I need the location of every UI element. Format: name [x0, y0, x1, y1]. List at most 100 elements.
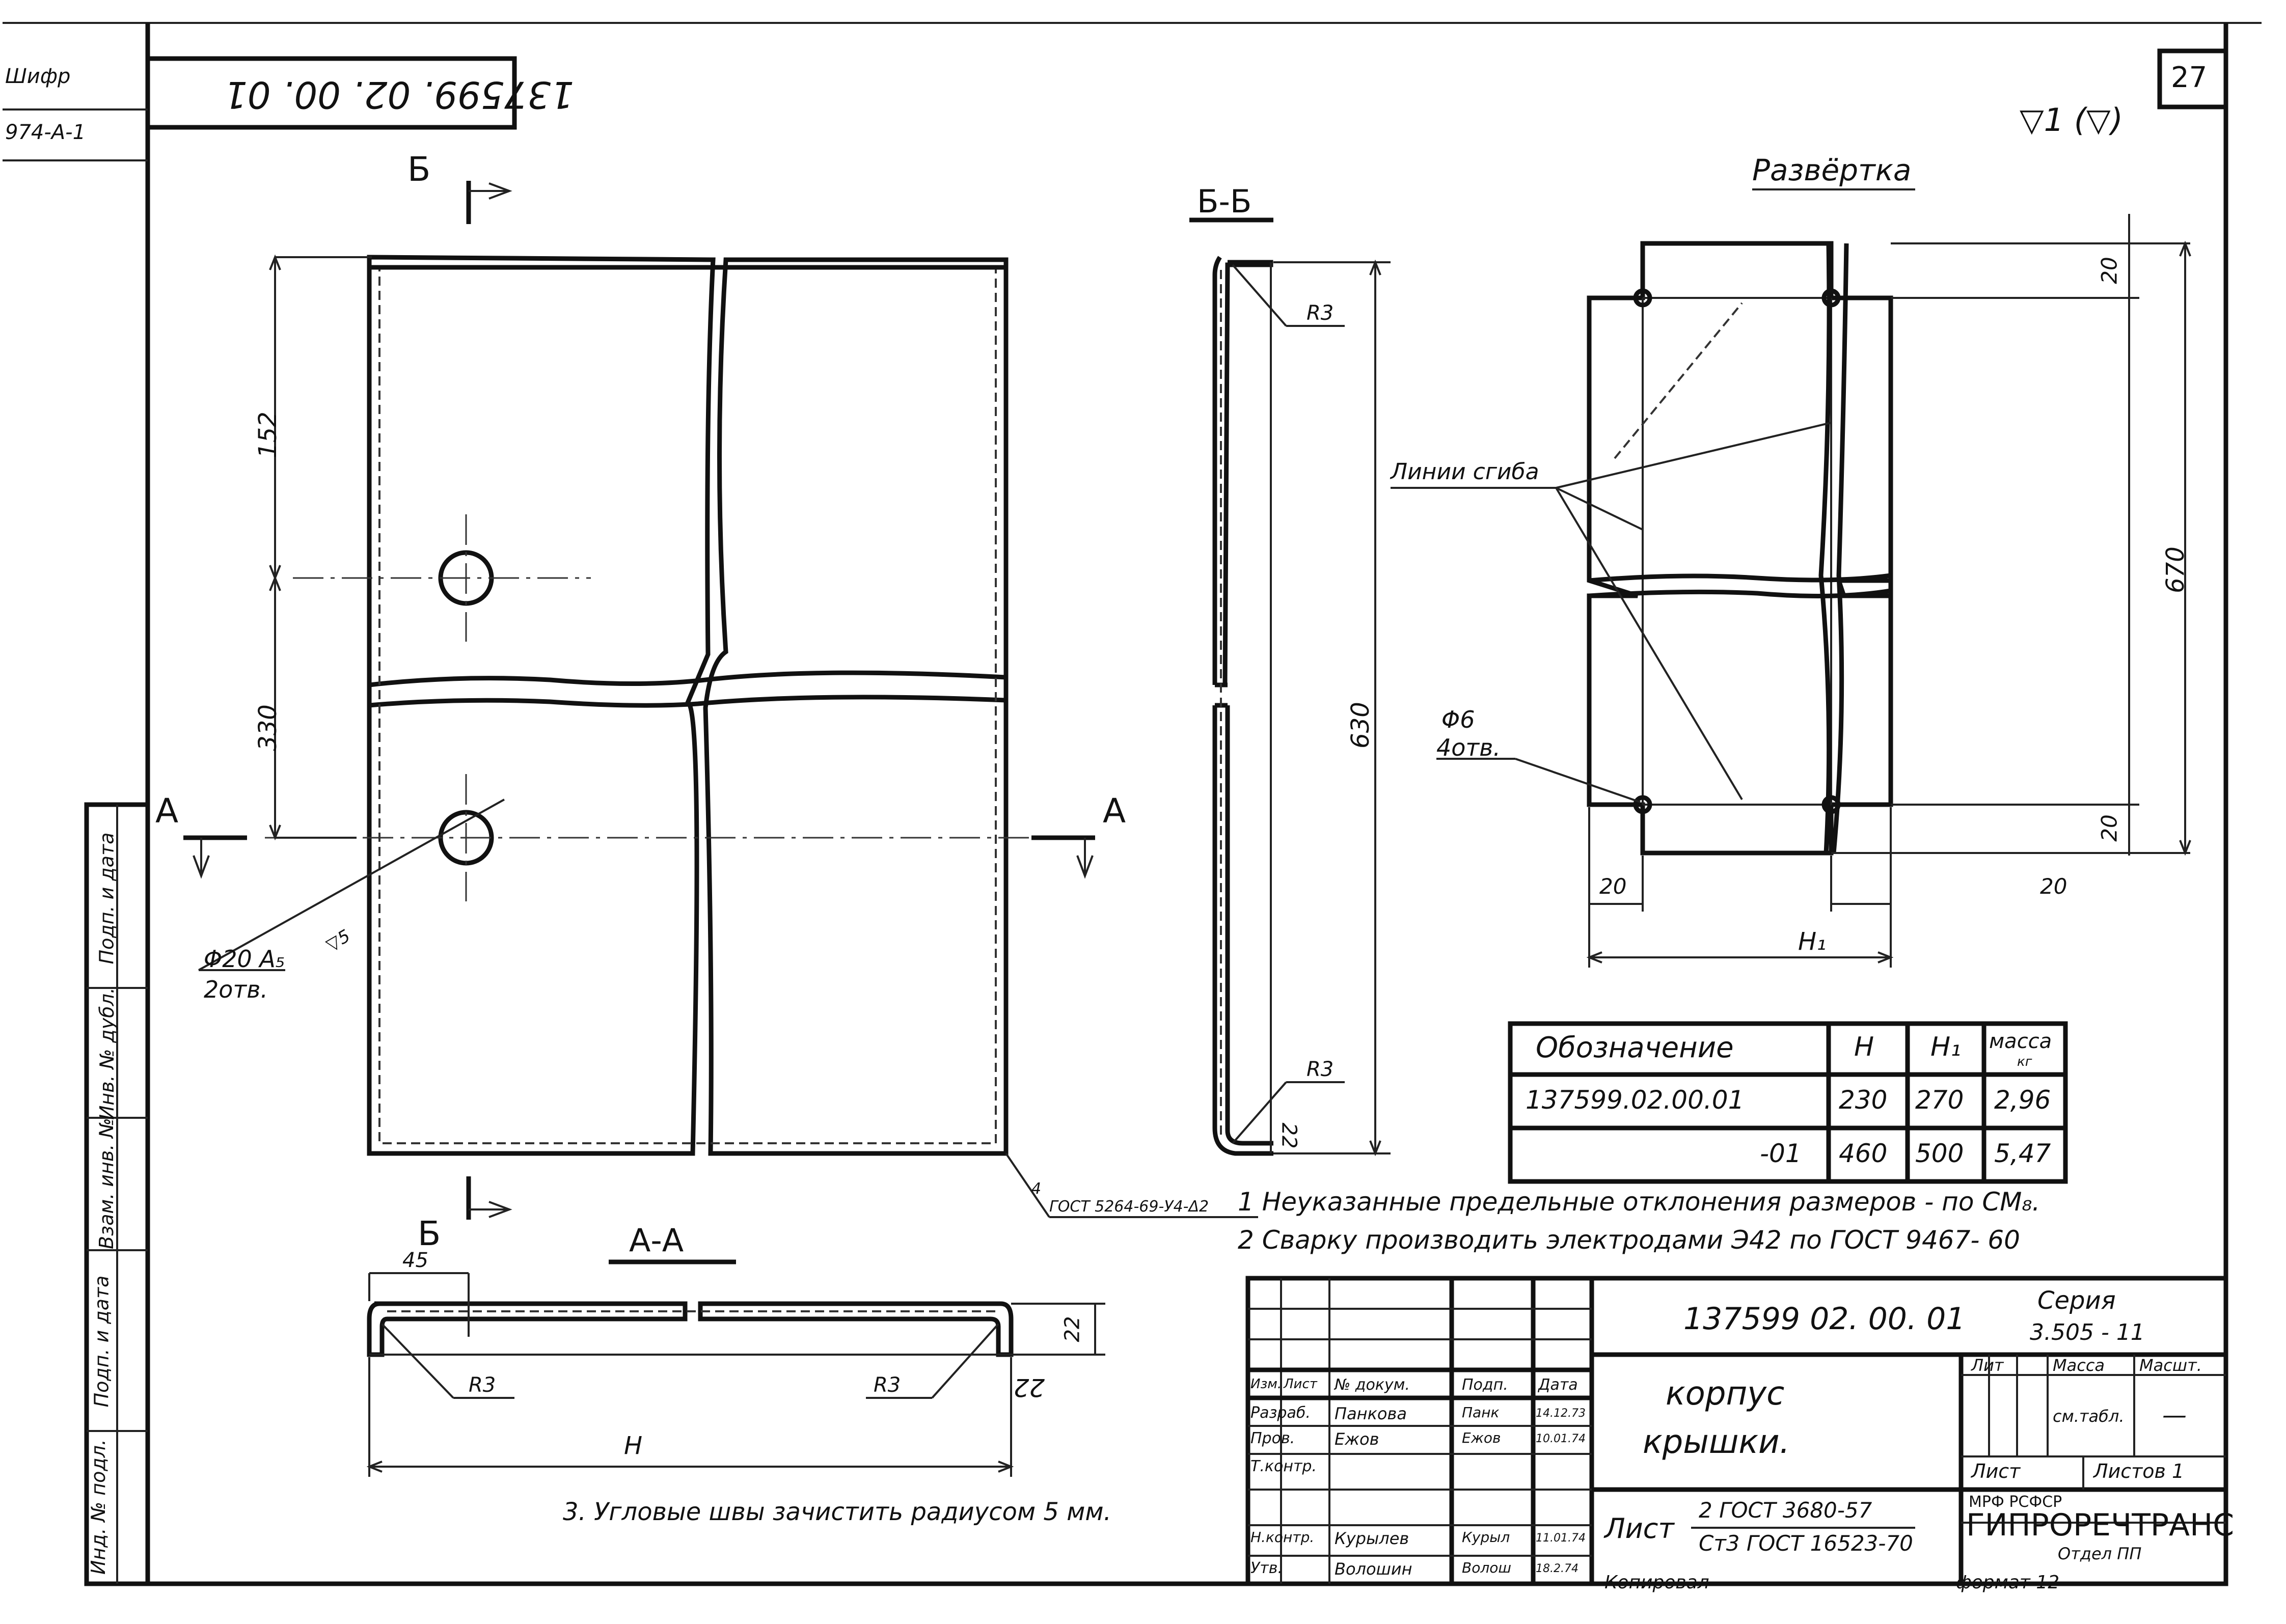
- tb-material-top: 2 ГОСТ 3680-57: [1699, 1498, 1872, 1523]
- tb-lit-label: Лит: [1971, 1356, 2004, 1375]
- table-row2-designation: -01: [1760, 1139, 1802, 1168]
- section-bb-title: Б-Б: [1197, 183, 1252, 220]
- front-view-geometry: [183, 181, 1258, 1220]
- tb-col-sign: Подп.: [1462, 1376, 1508, 1394]
- inverted-drawing-code: 137599. 02. 00. 01: [224, 73, 575, 116]
- development-title: Развёртка: [1752, 153, 1912, 187]
- section-aa-height-dim: 22: [1060, 1316, 1084, 1342]
- tb-org-dept: Отдел ПП: [2058, 1544, 2142, 1563]
- tb-sheets-label: Листов 1: [2093, 1460, 2185, 1482]
- tb-row-role-3: Н.контр.: [1250, 1529, 1315, 1546]
- tb-row-sign-0: Панк: [1462, 1404, 1500, 1421]
- tb-sheet-label: Лист: [1971, 1460, 2021, 1482]
- cipher-value: 974-А-1: [5, 121, 86, 144]
- roughness-mark: ▽1 (▽): [2020, 101, 2123, 139]
- tb-row-name-1: Ежов: [1335, 1429, 1379, 1449]
- dev-dim-height: 670: [2161, 546, 2190, 593]
- development-geometry: [1391, 188, 2191, 968]
- holes-label-line2: 4отв.: [1436, 734, 1501, 761]
- section-bb-geometry: [1189, 217, 1391, 1157]
- section-aa-width-dim: H: [624, 1432, 643, 1460]
- tb-col-date: Дата: [1538, 1376, 1578, 1394]
- tb-org-line1: МРФ РСФСР: [1969, 1493, 2062, 1511]
- tb-series-value: 3.505 - 11: [2030, 1319, 2145, 1345]
- table-row1-h: 230: [1839, 1085, 1888, 1115]
- tb-format-label: формат 12: [1956, 1572, 2060, 1593]
- tb-row-name-3: Курылев: [1335, 1529, 1409, 1548]
- table-row2-h1: 500: [1915, 1139, 1964, 1168]
- cipher-label: Шифр: [5, 65, 71, 88]
- tb-scale-value: —: [2162, 1401, 2187, 1429]
- tb-part-name-line1: корпус: [1666, 1375, 1785, 1413]
- table-header-kg: кг: [2017, 1054, 2032, 1069]
- side-label-3: Инв. № дубл.: [96, 987, 118, 1120]
- side-label-2: Взам. инв. №: [95, 1117, 118, 1250]
- table-header-mass: масса: [1989, 1030, 2052, 1053]
- tb-material-bottom: Ст3 ГОСТ 16523-70: [1699, 1531, 1913, 1556]
- tb-part-name-line2: крышки.: [1643, 1423, 1790, 1461]
- table-row1-mass: 2,96: [1994, 1085, 2051, 1115]
- section-aa-side-dim: 22: [1014, 1373, 1045, 1401]
- tb-drawing-number: 137599 02. 00. 01: [1683, 1301, 1966, 1337]
- section-aa-title: А-А: [629, 1222, 684, 1259]
- weld-leg: 4: [1031, 1180, 1042, 1198]
- hole-note-line2: 2отв.: [204, 976, 268, 1003]
- tb-row-sign-3: Курыл: [1462, 1529, 1510, 1546]
- tb-row-role-1: Пров.: [1250, 1429, 1295, 1447]
- side-label-4: Подп. и дата: [95, 832, 118, 965]
- section-aa-geometry: [366, 1259, 1105, 1477]
- table-row1-h1: 270: [1915, 1085, 1964, 1115]
- table-row1-designation: 137599.02.00.01: [1526, 1085, 1745, 1115]
- dev-dim-top-right: 20: [2097, 257, 2122, 284]
- tb-row-name-0: Панкова: [1335, 1404, 1407, 1423]
- tb-org-name: ГИПРОРЕЧТРАНС: [1966, 1507, 2235, 1543]
- tb-row-role-0: Разраб.: [1250, 1404, 1311, 1422]
- parameter-table-grid: [1508, 1021, 2068, 1184]
- dev-dim-width: H₁: [1798, 927, 1827, 956]
- section-mark-a-left: А: [155, 791, 179, 831]
- sheet-number: 27: [2171, 61, 2208, 94]
- tb-row-name-4: Волошин: [1335, 1559, 1412, 1579]
- tb-col-list: Лист: [1284, 1377, 1317, 1392]
- table-header-designation: Обозначение: [1536, 1031, 1734, 1064]
- tb-row-sign-1: Ежов: [1462, 1429, 1501, 1446]
- section-aa-radius-left: R3: [469, 1373, 496, 1397]
- note-1: 1 Неуказанные предельные отклонения разм…: [1238, 1187, 2040, 1217]
- dim-152: 152: [253, 411, 282, 458]
- tb-row-date-3: 11.01.74: [1536, 1532, 1586, 1545]
- dim-330: 330: [253, 704, 282, 751]
- fold-lines-label: Линии сгиба: [1391, 459, 1539, 485]
- section-bb-side-dim: 22: [1277, 1122, 1301, 1149]
- title-block-grid: [1245, 1276, 2228, 1586]
- dev-dim-left: 20: [1599, 874, 1627, 899]
- note-3: 3. Угловые швы зачистить радиусом 5 мм.: [563, 1498, 1111, 1526]
- tb-mass-value: см.табл.: [2053, 1407, 2125, 1426]
- holes-label-line1: Φ6: [1441, 706, 1475, 733]
- tb-mass-label: Масса: [2053, 1356, 2105, 1375]
- section-aa-radius-right: R3: [874, 1373, 901, 1397]
- tb-scale-label: Масшт.: [2139, 1356, 2202, 1375]
- section-bb-height: 630: [1346, 702, 1375, 749]
- table-row2-h: 460: [1839, 1139, 1888, 1168]
- section-mark-b-bottom: Б: [418, 1214, 441, 1253]
- side-label-1: Подп. и дата: [90, 1275, 113, 1408]
- table-header-h1: H₁: [1930, 1032, 1961, 1062]
- section-mark-b-top: Б: [407, 150, 431, 189]
- tb-row-date-4: 18.2.74: [1536, 1562, 1579, 1575]
- note-2: 2 Сварку производить электродами Э42 по …: [1238, 1225, 2020, 1255]
- dev-dim-right: 20: [2040, 874, 2067, 899]
- tb-col-izm: Изм.: [1250, 1377, 1282, 1392]
- tb-material-prefix: Лист: [1604, 1512, 1674, 1545]
- tb-row-role-2: Т.контр.: [1250, 1457, 1317, 1475]
- table-header-h: H: [1854, 1032, 1874, 1062]
- section-mark-a-right: А: [1103, 791, 1126, 831]
- tb-row-role-4: Утв.: [1250, 1559, 1283, 1577]
- tb-series-label: Серия: [2037, 1286, 2116, 1315]
- weld-note: ГОСТ 5264-69-У4-Δ2: [1049, 1198, 1209, 1216]
- tb-col-doc: № докум.: [1335, 1376, 1410, 1394]
- tb-row-sign-4: Волош: [1462, 1559, 1511, 1576]
- section-bb-radius-bottom: R3: [1307, 1058, 1334, 1081]
- section-bb-radius-top: R3: [1307, 301, 1334, 325]
- side-label-0: Инд. № подл.: [87, 1439, 110, 1575]
